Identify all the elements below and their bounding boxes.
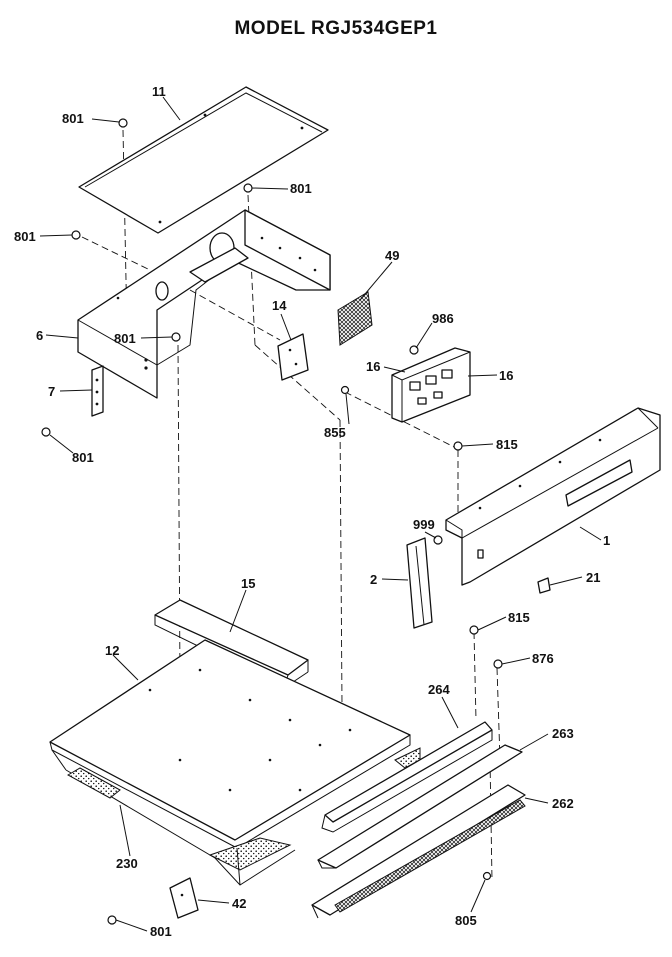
label-12: 12: [105, 643, 119, 658]
label-1: 1: [603, 533, 610, 548]
part-264-rail: [321, 721, 493, 833]
part-11-top-panel: [78, 86, 329, 234]
label-801: 801: [14, 229, 36, 244]
label-7: 7: [48, 384, 55, 399]
label-815: 815: [508, 610, 530, 625]
label-6: 6: [36, 328, 43, 343]
label-230: 230: [116, 856, 138, 871]
part-1-front-panel: [445, 407, 661, 586]
label-14: 14: [272, 298, 287, 313]
label-49: 49: [385, 248, 399, 263]
part-6-rear-shroud: [77, 209, 331, 399]
part-14-plate: [277, 333, 309, 381]
label-801: 801: [150, 924, 172, 939]
part-16-control-module: [391, 347, 471, 423]
label-15: 15: [241, 576, 255, 591]
label-264: 264: [428, 682, 450, 697]
label-876: 876: [532, 651, 554, 666]
label-21: 21: [586, 570, 600, 585]
label-801: 801: [290, 181, 312, 196]
screws: [41, 118, 503, 925]
label-815: 815: [496, 437, 518, 452]
part-2-side-trim: [406, 537, 433, 629]
label-801: 801: [62, 111, 84, 126]
label-801: 801: [72, 450, 94, 465]
label-262: 262: [552, 796, 574, 811]
label-42: 42: [232, 896, 246, 911]
label-999: 999: [413, 517, 435, 532]
part-42-bracket: [169, 877, 199, 919]
part-262-kick-plate: [311, 784, 526, 919]
label-16: 16: [499, 368, 513, 383]
label-16: 16: [366, 359, 380, 374]
part-12-base-panel: [49, 639, 421, 886]
part-49-grille: [337, 291, 373, 346]
label-2: 2: [370, 572, 377, 587]
label-805: 805: [455, 913, 477, 928]
label-801: 801: [114, 331, 136, 346]
part-21-clip: [537, 577, 551, 594]
part-labels: 801 11 801 801 6 7 801 14 49 986 16 16 8…: [14, 84, 610, 939]
part-263-trim-strip: [317, 744, 523, 869]
label-11: 11: [152, 84, 166, 99]
label-855: 855: [324, 425, 346, 440]
diagram-title: MODEL RGJ534GEP1: [234, 18, 438, 39]
label-263: 263: [552, 726, 574, 741]
part-7-bracket: [91, 365, 104, 417]
leader-lines: [39, 96, 602, 932]
label-986: 986: [432, 311, 454, 326]
